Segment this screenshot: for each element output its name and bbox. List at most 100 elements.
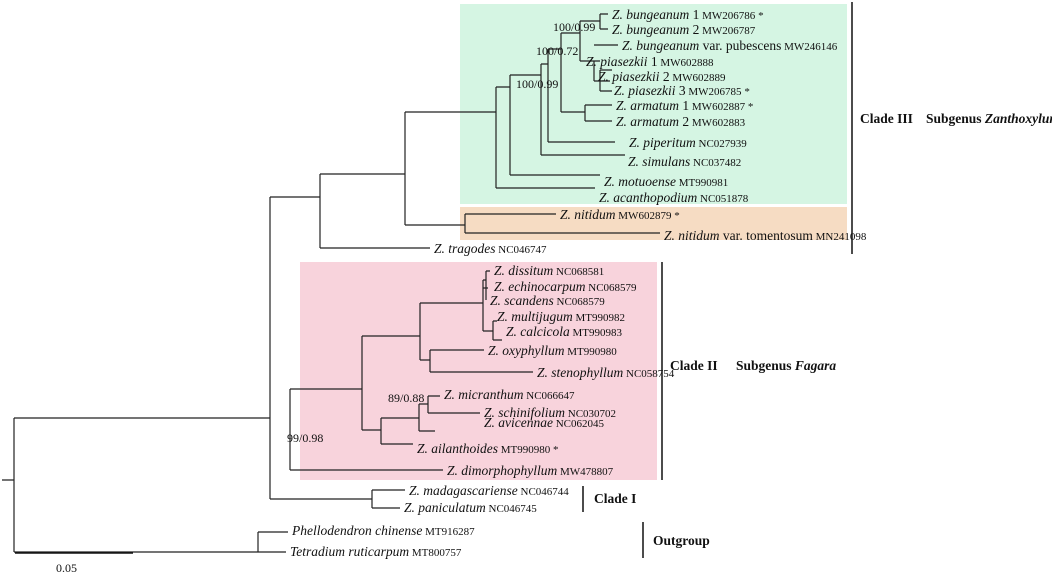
tip-genus: Z. bbox=[409, 483, 423, 498]
tip-genus: Z. bbox=[599, 190, 613, 205]
tip-label-bun2: Z. bungeanum 2 MW206787 bbox=[612, 22, 756, 37]
tip-label-sca: Z. scandens NC068579 bbox=[490, 293, 605, 308]
support-value-s_bun: 100/0.99 bbox=[553, 20, 595, 34]
tip-genus: Z. bbox=[494, 263, 508, 278]
tip-accession: MW602883 bbox=[689, 117, 745, 129]
tip-suffix: 2 bbox=[689, 22, 699, 37]
tip-species: piasezkii bbox=[627, 83, 675, 98]
tip-accession: MT990982 bbox=[573, 312, 625, 324]
tip-species: paniculatum bbox=[417, 500, 486, 515]
tip-genus: Z. bbox=[434, 241, 448, 256]
tip-species: micranthum bbox=[458, 387, 523, 402]
tip-accession: NC068579 bbox=[554, 296, 606, 308]
tip-species: multijugum bbox=[511, 309, 573, 324]
tip-accession: NC051878 bbox=[697, 193, 749, 205]
tip-suffix: 1 bbox=[648, 54, 658, 69]
tip-species: bungeanum bbox=[626, 22, 689, 37]
tip-accession: NC037482 bbox=[690, 157, 741, 169]
tip-label-nittom: Z. nitidum var. tomentosum MN241098 bbox=[664, 228, 867, 243]
tip-species: piasezkii bbox=[599, 54, 647, 69]
tip-genus: Z. bbox=[664, 228, 678, 243]
tip-accession: MT990980 bbox=[498, 444, 551, 456]
clade-name-clade1: Clade I bbox=[594, 491, 636, 506]
tip-genus: Z. bbox=[490, 293, 504, 308]
tip-species: acanthopodium bbox=[613, 190, 697, 205]
clade-name-clade3: Clade III bbox=[860, 111, 913, 126]
tip-suffix: 3 bbox=[676, 83, 686, 98]
tip-genus: Z. bbox=[404, 500, 418, 515]
tip-label-ste: Z. stenophyllum NC058754 bbox=[537, 365, 675, 380]
tip-label-aca: Z. acanthopodium NC051878 bbox=[599, 190, 749, 205]
tip-label-sim: Z. simulans NC037482 bbox=[628, 154, 741, 169]
tip-species: madagascariense bbox=[423, 483, 518, 498]
tip-mark: * bbox=[745, 101, 753, 113]
support-value-s_fag: 99/0.98 bbox=[287, 431, 323, 445]
tip-label-dim: Z. dimorphophyllum MW478807 bbox=[447, 463, 614, 478]
tip-genus: Z. bbox=[444, 387, 458, 402]
tip-suffix: 1 bbox=[689, 7, 699, 22]
tip-species: Phellodendron chinense bbox=[291, 523, 422, 538]
tip-genus: Z. bbox=[598, 69, 612, 84]
tip-species: armatum bbox=[630, 114, 679, 129]
tip-species: tragodes bbox=[448, 241, 495, 256]
tip-genus: Z. bbox=[586, 54, 600, 69]
tip-accession: NC068581 bbox=[553, 266, 604, 278]
tip-genus: Z. bbox=[494, 279, 508, 294]
tip-label-pia3: Z. piasezkii 3 MW206785 * bbox=[614, 83, 750, 98]
tip-genus: Z. bbox=[612, 7, 626, 22]
tip-genus: Z. bbox=[616, 114, 630, 129]
tip-species: nitidum bbox=[678, 228, 720, 243]
tip-label-oxy: Z. oxyphyllum MT990980 bbox=[488, 343, 617, 358]
tip-species: armatum bbox=[630, 98, 679, 113]
tip-accession: MW478807 bbox=[557, 466, 613, 478]
tip-label-mot: Z. motuoense MT990981 bbox=[604, 174, 728, 189]
tip-label-arm1: Z. armatum 1 MW602887 * bbox=[616, 98, 753, 113]
tip-species: piasezkii bbox=[611, 69, 659, 84]
clade-name-outgroup: Outgroup bbox=[653, 533, 710, 548]
tip-label-avi: Z. avicennae NC062045 bbox=[484, 415, 605, 430]
tip-suffix: var. pubescens bbox=[699, 38, 781, 53]
tip-species: echinocarpum bbox=[508, 279, 585, 294]
tip-genus: Z. bbox=[497, 309, 511, 324]
tip-accession: MW246146 bbox=[781, 41, 837, 53]
tip-accession: MT990980 bbox=[565, 346, 618, 358]
tip-label-pia2: Z. piasezkii 2 MW602889 bbox=[598, 69, 726, 84]
tip-label-phe: Phellodendron chinense MT916287 bbox=[291, 523, 475, 538]
tip-genus: Z. bbox=[417, 441, 431, 456]
tip-accession: MW602879 bbox=[616, 210, 672, 222]
tip-species: ailanthoides bbox=[431, 441, 498, 456]
tip-accession: NC058754 bbox=[623, 368, 675, 380]
tip-accession: MN241098 bbox=[813, 231, 867, 243]
tip-species: simulans bbox=[642, 154, 690, 169]
tip-label-nit: Z. nitidum MW602879 * bbox=[560, 207, 680, 222]
tip-genus: Z. bbox=[616, 98, 630, 113]
clade-ii-highlight-box bbox=[300, 262, 657, 480]
tip-label-tet: Tetradium ruticarpum MT800757 bbox=[290, 544, 462, 559]
tip-genus: Z. bbox=[622, 38, 636, 53]
tip-species: piperitum bbox=[642, 135, 696, 150]
tip-genus: Z. bbox=[537, 365, 551, 380]
tip-species: calcicola bbox=[520, 324, 570, 339]
tip-accession: MT800757 bbox=[409, 547, 462, 559]
tree-branches bbox=[2, 13, 660, 553]
tip-accession: MT990983 bbox=[570, 327, 623, 339]
tip-label-pan: Z. paniculatum NC046745 bbox=[404, 500, 537, 515]
subgenus-label-clade2: Subgenus Fagara bbox=[736, 358, 836, 373]
tip-genus: Z. bbox=[612, 22, 626, 37]
tip-label-sch: Z. schinifolium NC030702 bbox=[484, 405, 616, 420]
tip-genus: Z. bbox=[506, 324, 520, 339]
tip-label-tra: Z. tragodes NC046747 bbox=[434, 241, 547, 256]
tip-species: bungeanum bbox=[636, 38, 699, 53]
nitidum-highlight-box bbox=[460, 207, 847, 240]
tip-species: nitidum bbox=[574, 207, 616, 222]
tip-accession: MW206787 bbox=[699, 25, 755, 37]
tip-accession: NC046747 bbox=[496, 244, 548, 256]
tip-accession: MW602889 bbox=[670, 72, 726, 84]
tip-species: dimorphophyllum bbox=[461, 463, 557, 478]
tip-label-cal: Z. calcicola MT990983 bbox=[506, 324, 623, 339]
tip-mark: * bbox=[755, 10, 763, 22]
tip-accession: MT990981 bbox=[676, 177, 728, 189]
tip-species: dissitum bbox=[508, 263, 553, 278]
